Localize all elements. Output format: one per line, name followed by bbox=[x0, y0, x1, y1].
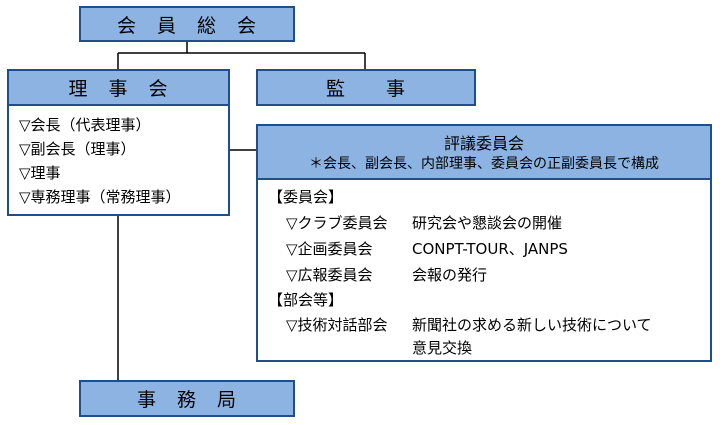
sections-heading: 【部会等】 bbox=[268, 291, 344, 309]
committee-desc: CONPT-TOUR、JANPS bbox=[412, 240, 568, 258]
general-meeting-box: 会 員 総 会 bbox=[79, 6, 295, 42]
auditor-box: 監 事 bbox=[256, 69, 476, 106]
committee-desc: 研究会や懇談会の開催 bbox=[412, 214, 563, 232]
auditor-label: 監 事 bbox=[325, 78, 406, 100]
board-member: ▽副会長（理事） bbox=[19, 140, 136, 158]
council-box: 評議委員会 ＊会長、副会長、内部理事、委員会の正副委員長で構成 【委員会】 ▽ク… bbox=[256, 124, 712, 362]
council-header: 評議委員会 ＊会長、副会長、内部理事、委員会の正副委員長で構成 bbox=[258, 126, 710, 180]
committee-desc: 会報の発行 bbox=[412, 266, 488, 284]
board-member: ▽会長（代表理事） bbox=[19, 116, 151, 134]
board-header: 理 事 会 bbox=[7, 69, 230, 106]
board-label: 理 事 会 bbox=[68, 78, 169, 100]
board-member: ▽理事 bbox=[19, 164, 61, 182]
secretariat-label: 事 務 局 bbox=[136, 389, 237, 411]
committee-name: ▽広報委員会 bbox=[286, 266, 373, 284]
council-subtitle: ＊会長、副会長、内部理事、委員会の正副委員長で構成 bbox=[309, 156, 659, 172]
board-members-box: ▽会長（代表理事） ▽副会長（理事） ▽理事 ▽専務理事（常務理事） bbox=[7, 104, 230, 216]
committee-name: ▽クラブ委員会 bbox=[286, 214, 388, 232]
committee-name: ▽企画委員会 bbox=[286, 240, 373, 258]
general-meeting-label: 会 員 総 会 bbox=[116, 14, 257, 37]
secretariat-box: 事 務 局 bbox=[79, 380, 295, 417]
council-title: 評議委員会 bbox=[443, 134, 524, 153]
section-desc: 新聞社の求める新しい技術について bbox=[412, 316, 652, 334]
section-name: ▽技術対話部会 bbox=[286, 316, 388, 334]
board-member: ▽専務理事（常務理事） bbox=[19, 188, 181, 206]
section-desc-continued: 意見交換 bbox=[412, 339, 473, 357]
committees-heading: 【委員会】 bbox=[268, 188, 344, 206]
